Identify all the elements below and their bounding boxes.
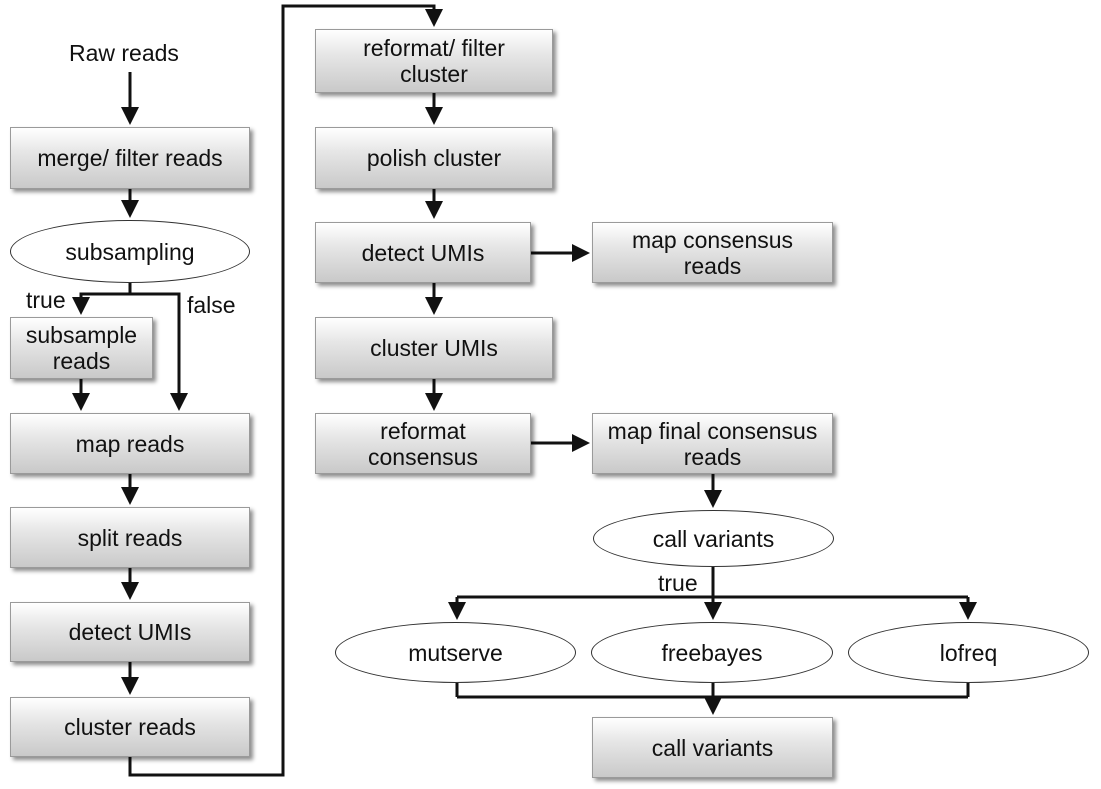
map-reads-box: map reads (10, 413, 250, 474)
arrow-cluster-to-reformat (128, 4, 443, 777)
arrow-true-to-subsample (72, 292, 179, 315)
subsampling-false-label: false (187, 292, 236, 318)
reformat-consensus-box: reformat consensus (315, 413, 531, 474)
map-consensus-reads-box: map consensus reads (592, 222, 833, 283)
arrow-false-to-map (130, 292, 188, 411)
cluster-reads-box: cluster reads (10, 697, 250, 757)
subsampling-true-label: true (26, 287, 66, 313)
cluster-umis-box: cluster UMIs (315, 317, 553, 379)
start-label-raw-reads: Raw reads (69, 40, 179, 66)
reformat-filter-cluster-box: reformat/ filter cluster (315, 29, 553, 93)
map-final-consensus-reads-box: map final consensus reads (592, 413, 833, 474)
call-variants-decision: call variants (593, 510, 834, 567)
merge-filter-reads-box: merge/ filter reads (10, 127, 250, 189)
lofreq-node: lofreq (848, 622, 1089, 683)
mutserve-node: mutserve (335, 622, 576, 683)
detect-umis-box-middle: detect UMIs (315, 222, 531, 283)
subsampling-decision: subsampling (10, 220, 250, 283)
detect-umis-box-left: detect UMIs (10, 602, 250, 662)
call-variants-true-label: true (658, 570, 698, 596)
freebayes-node: freebayes (591, 622, 833, 683)
polish-cluster-box: polish cluster (315, 127, 553, 189)
call-variants-final-box: call variants (592, 717, 833, 778)
subsample-reads-box: subsample reads (10, 317, 153, 379)
split-reads-box: split reads (10, 507, 250, 568)
